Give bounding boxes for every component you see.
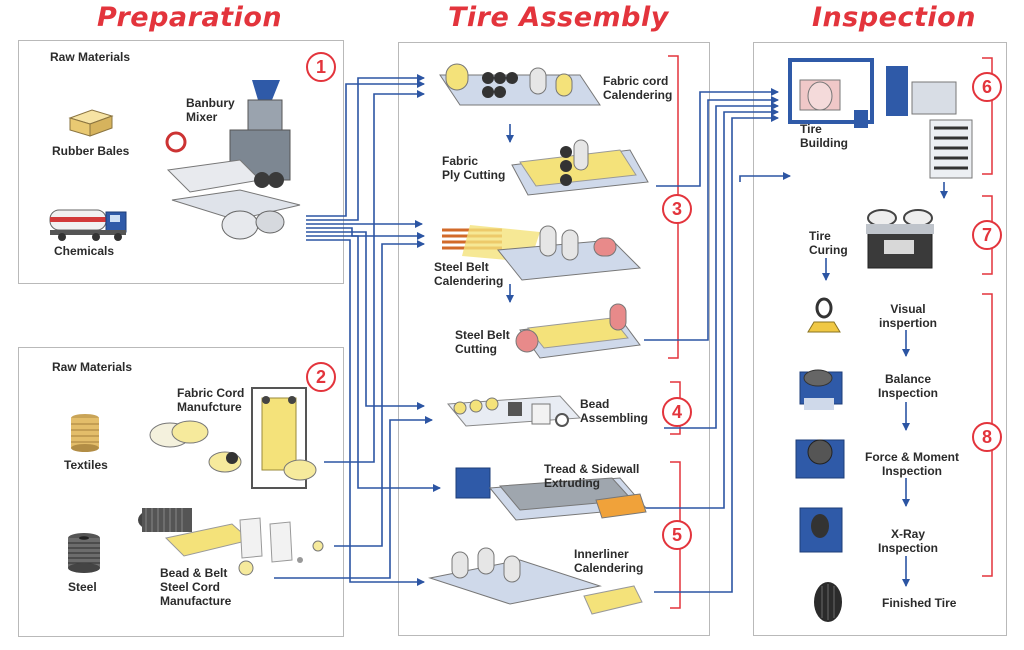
xray-inspection-label: X-Ray Inspection xyxy=(877,527,938,555)
bead-assembling-machine-icon xyxy=(447,395,582,427)
raw-materials-title-1: Raw Materials xyxy=(50,50,131,64)
badge-6: 6 xyxy=(972,72,1002,102)
innerliner-calendering-machine-icon xyxy=(428,547,643,615)
header-preparation: Preparation xyxy=(97,2,283,33)
preparation-panel-2 xyxy=(18,347,344,637)
steel-belt-calendering-label: Steel Belt Calendering xyxy=(434,260,504,288)
balance-inspection-machine-icon xyxy=(799,369,843,410)
tire-building-machine-icon xyxy=(788,58,973,179)
banbury-mixer-icon xyxy=(165,80,301,240)
fabric-cord-machine-icon xyxy=(149,387,317,489)
visual-inspection-label: Visual inspertion xyxy=(878,302,937,330)
tread-sidewall-extruding-machine-icon xyxy=(455,467,648,521)
steel-belt-cutting-machine-icon xyxy=(515,303,641,359)
bead-assembling-label: Bead Assembling xyxy=(580,397,649,425)
finished-tire-icon xyxy=(814,582,842,622)
banbury-mixer-label: Banbury Mixer xyxy=(186,96,235,124)
tire-curing-machine-icon xyxy=(866,209,934,269)
force-moment-inspection-machine-icon xyxy=(795,439,845,479)
badge-5: 5 xyxy=(662,520,692,550)
chemicals-truck-icon xyxy=(49,209,127,241)
steel-belt-cutting-label: Steel Belt Cutting xyxy=(455,328,510,356)
bead-belt-machine-icon xyxy=(138,508,324,576)
rubber-bales-label: Rubber Bales xyxy=(52,144,130,158)
fabric-cord-calendering-machine-icon xyxy=(439,63,601,106)
visual-inspection-icon xyxy=(807,297,841,333)
tread-sidewall-extruding-label: Tread & Sidewall Extruding xyxy=(544,462,640,490)
fabric-cord-calendering-label: Fabric cord Calendering xyxy=(603,74,673,102)
steel-label: Steel xyxy=(68,580,97,594)
header-tire-assembly: Tire Assembly xyxy=(448,2,669,33)
badge-4: 4 xyxy=(662,397,692,427)
rubber-bales-icon xyxy=(68,109,114,137)
header-inspection: Inspection xyxy=(812,2,976,33)
steel-belt-calendering-machine-icon xyxy=(442,225,642,281)
finished-tire-label: Finished Tire xyxy=(882,596,957,610)
badge-2: 2 xyxy=(306,362,336,392)
chemicals-label: Chemicals xyxy=(54,244,115,258)
innerliner-calendering-label: Innerliner Calendering xyxy=(574,547,644,575)
force-moment-inspection-label: Force & Moment Inspection xyxy=(864,450,959,478)
steel-coil-icon xyxy=(68,533,100,573)
fabric-ply-cutting-label: Fabric Ply Cutting xyxy=(442,154,506,182)
textiles-label: Textiles xyxy=(64,458,108,472)
fabric-cord-manufacture-label: Fabric Cord Manufcture xyxy=(177,386,245,414)
badge-3: 3 xyxy=(662,194,692,224)
xray-inspection-machine-icon xyxy=(799,507,843,553)
bead-belt-steel-cord-label: Bead & Belt Steel Cord Manufacture xyxy=(160,566,232,608)
tire-building-label: Tire Building xyxy=(800,122,848,150)
raw-materials-title-2: Raw Materials xyxy=(52,360,133,374)
balance-inspection-label: Balance Inspection xyxy=(877,372,938,400)
connector-arrows xyxy=(274,74,948,593)
tire-curing-label: Tire Curing xyxy=(809,229,848,257)
textiles-icon xyxy=(71,414,99,452)
badge-7: 7 xyxy=(972,220,1002,250)
fabric-ply-cutting-machine-icon xyxy=(511,139,649,196)
badge-8: 8 xyxy=(972,422,1002,452)
badge-1: 1 xyxy=(306,52,336,82)
